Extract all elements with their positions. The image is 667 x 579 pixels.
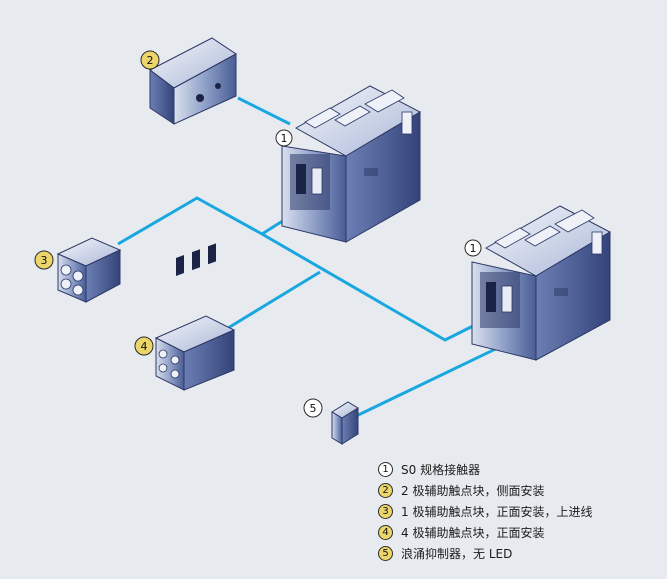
legend-text-2: 2 极辅助触点块，侧面安装 [401,484,545,498]
legend: 1 S0 规格接触器 2 2 极辅助触点块，侧面安装 3 1 极辅助触点块，正面… [378,459,592,564]
connector-line-2 [237,96,291,126]
legend-num-3: 3 [378,504,393,519]
callout-4: 4 [134,336,154,356]
callout-4-num: 4 [141,340,148,353]
legend-item-5: 5 浪涌抑制器，无 LED [378,543,592,564]
legend-text-4: 4 极辅助触点块，正面安装 [401,526,545,540]
callout-5-num: 5 [310,402,317,415]
legend-text-3: 1 极辅助触点块，正面安装，上进线 [401,505,593,519]
legend-num-1: 1 [378,462,393,477]
callout-1-lower: 1 [464,239,482,257]
aux-block-4pole [154,243,236,391]
callout-1-lower-num: 1 [470,242,477,255]
legend-num-4: 4 [378,525,393,540]
callout-3: 3 [34,250,54,270]
callout-1-upper-num: 1 [281,132,288,145]
aux-block-side-mount [149,37,237,125]
callout-1-upper: 1 [275,129,293,147]
connector-line-5 [351,340,511,420]
contactor-upper [281,85,422,243]
legend-text-1: S0 规格接触器 [401,463,481,477]
connector-line-4 [227,270,321,330]
legend-item-4: 4 4 极辅助触点块，正面安装 [378,522,592,543]
legend-num-5: 5 [378,546,393,561]
callout-2: 2 [140,50,160,70]
aux-block-1pole [56,237,122,303]
callout-3-num: 3 [41,254,48,267]
legend-text-5: 浪涌抑制器，无 LED [401,547,513,561]
connector-line-3 [117,196,263,246]
legend-num-2: 2 [378,483,393,498]
surge-suppressor [331,401,359,445]
callout-2-num: 2 [147,54,154,67]
legend-item-1: 1 S0 规格接触器 [378,459,592,480]
legend-item-2: 2 2 极辅助触点块，侧面安装 [378,480,592,501]
legend-item-3: 3 1 极辅助触点块，正面安装，上进线 [378,501,592,522]
callout-5: 5 [303,398,323,418]
contactor-lower [471,205,612,361]
